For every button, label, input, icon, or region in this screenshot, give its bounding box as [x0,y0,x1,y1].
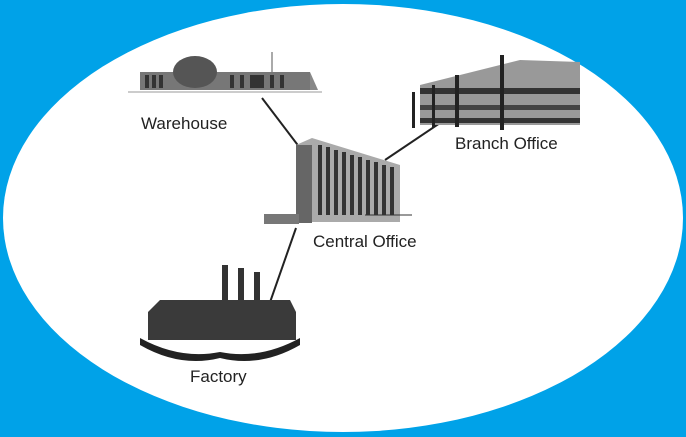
link-warehouse-central [261,97,301,149]
warehouse-building-icon [128,52,322,93]
factory-building-icon [140,265,300,362]
central-office-label: Central Office [313,232,417,251]
factory-label: Factory [190,367,247,386]
branch-office-building-icon [412,55,580,130]
link-central-factory [267,227,297,309]
link-branch-central [384,122,441,161]
central-office-building-icon [264,138,412,224]
branch-office-label: Branch Office [455,134,558,153]
warehouse-label: Warehouse [141,114,228,133]
connections [261,97,441,309]
